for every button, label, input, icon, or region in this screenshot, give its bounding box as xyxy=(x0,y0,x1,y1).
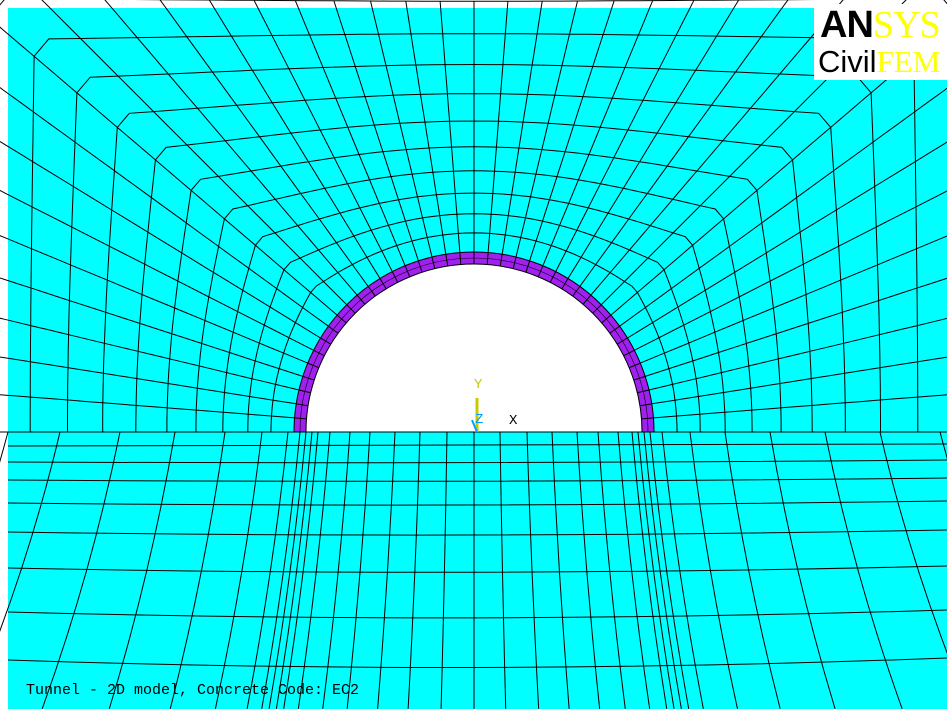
coordinate-axes-icon xyxy=(471,398,479,433)
triad-y-label: Y xyxy=(474,377,483,393)
logo-ansys-black: AN xyxy=(820,4,874,46)
model-title-caption: Tunnel - 2D model, Concrete Code: EC2 xyxy=(26,682,360,699)
triad-x-label: X xyxy=(509,413,518,429)
logo-fem-yellow: FEM xyxy=(876,44,941,79)
logo-ansys-yellow: SYS xyxy=(872,4,941,46)
triad-z-axis xyxy=(471,419,478,433)
ansys-civilfem-logo-icon: ANSYS CivilFEM xyxy=(814,4,947,80)
tunnel-opening xyxy=(306,264,642,432)
triad-z-label: Z xyxy=(475,412,484,428)
logo-civil-black: Civil xyxy=(818,44,877,79)
